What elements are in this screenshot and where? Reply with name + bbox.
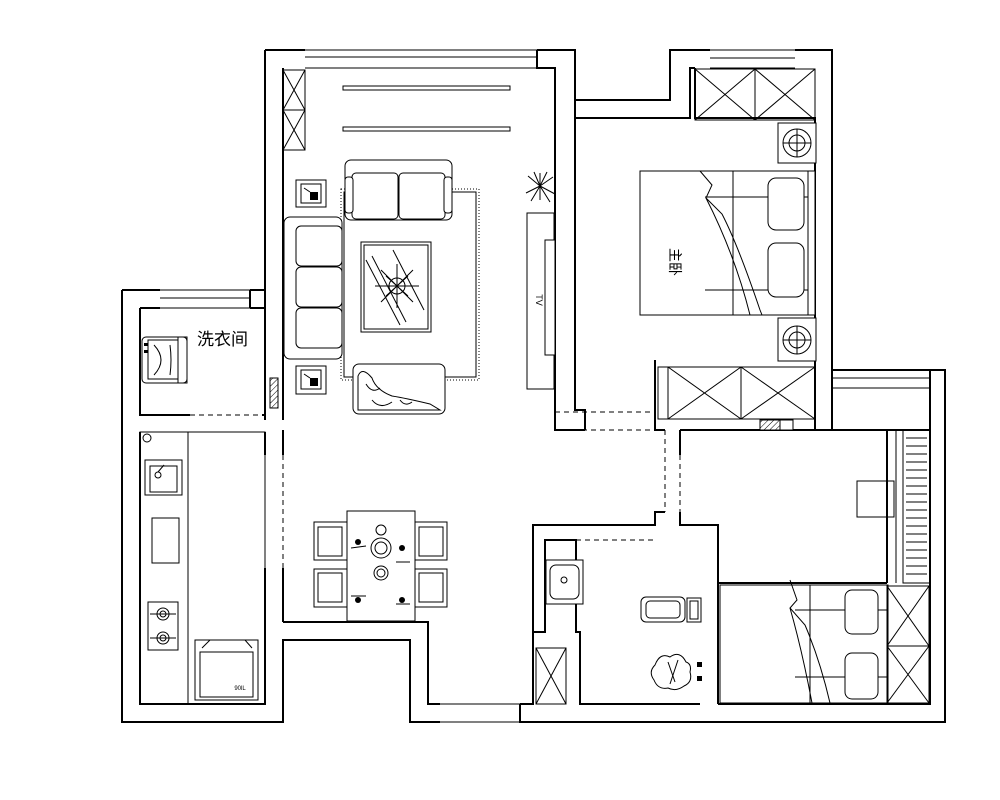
chaise-lounge	[352, 363, 446, 415]
gas-stove-icon	[147, 601, 179, 651]
bathroom-sink-icon	[545, 559, 584, 605]
shower-icon	[650, 653, 702, 691]
coffee-table	[360, 241, 432, 333]
sofa-left	[283, 216, 343, 360]
refrigerator-icon: 90lL	[194, 639, 259, 701]
fridge-label: 90lL	[234, 686, 246, 692]
dining-table	[313, 510, 448, 622]
second-bed	[719, 579, 889, 704]
master-wardrobe	[694, 68, 816, 121]
nightstand-lamp-bottom	[777, 317, 817, 362]
desk	[856, 480, 895, 518]
plant-icon	[525, 171, 556, 203]
partition-hatch	[269, 377, 279, 409]
exterior-walls	[121, 49, 946, 723]
side-table-top	[295, 179, 327, 208]
kitchen-counter	[139, 431, 266, 705]
bathroom-cabinet	[535, 647, 567, 705]
nightstand-lamp-top	[777, 122, 817, 164]
wall-hatch-bedroom	[759, 419, 794, 431]
worktop	[151, 517, 180, 564]
living-wardrobe	[282, 69, 306, 151]
sofa-top	[344, 159, 453, 221]
ceiling-light-strips	[342, 85, 511, 132]
laundry-room-label: 洗衣间	[197, 330, 248, 349]
door-openings	[190, 411, 719, 583]
tv-cabinet: TV	[526, 212, 556, 390]
toilet-icon	[640, 596, 702, 623]
master-bedroom-label: 主卧	[666, 248, 682, 276]
windows	[160, 49, 946, 723]
master-bed	[639, 170, 816, 316]
balcony-railing	[895, 429, 931, 584]
washing-machine-icon	[141, 336, 188, 384]
master-closet-lower	[657, 366, 816, 420]
kitchen-sink-icon	[144, 459, 183, 496]
tv-label: TV	[534, 294, 544, 306]
second-wardrobe	[886, 585, 930, 704]
side-table-bottom	[295, 365, 327, 395]
